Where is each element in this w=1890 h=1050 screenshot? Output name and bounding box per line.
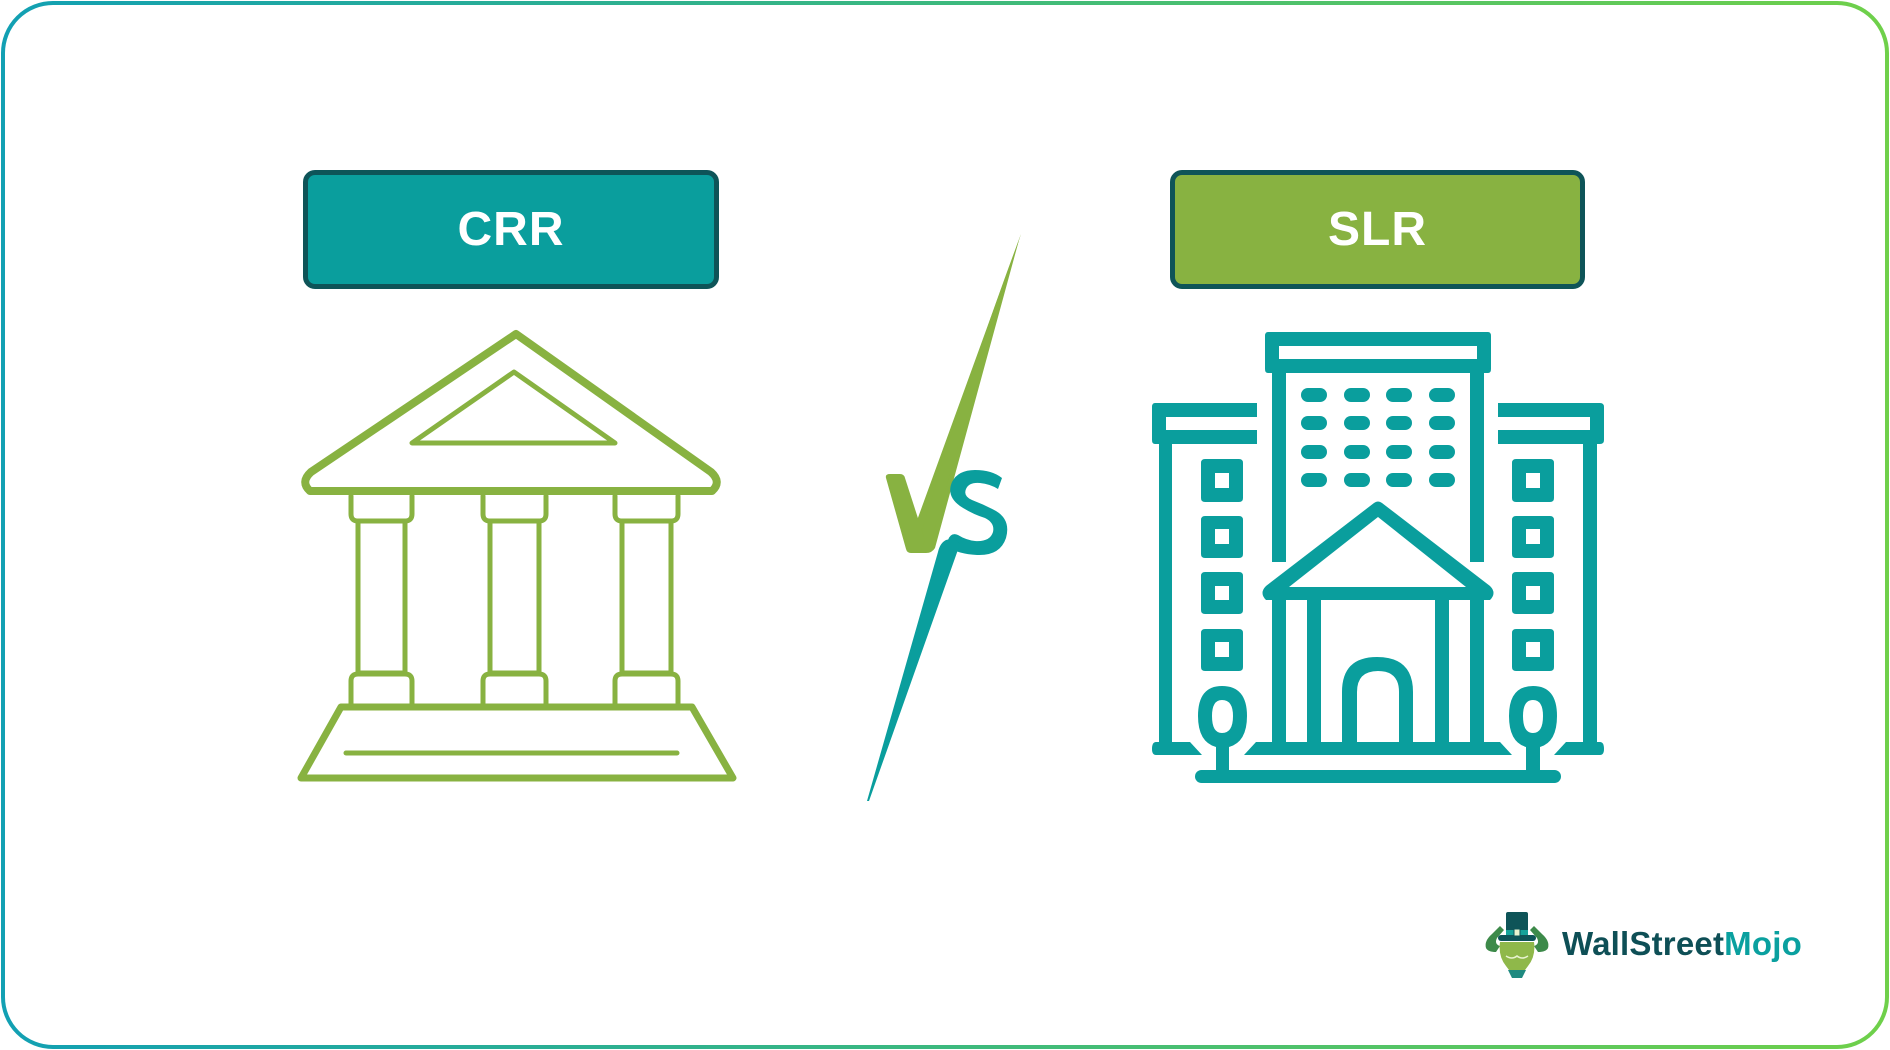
- crr-label: CRR: [457, 203, 565, 256]
- office-buildings-icon: [1152, 332, 1604, 783]
- bank-building-icon: [297, 330, 737, 782]
- vs-icon: [867, 234, 1021, 801]
- logo-text: WallStreetMojo: [1562, 925, 1802, 963]
- logo-text-wallstreet: WallStreet: [1562, 925, 1725, 962]
- slr-label: SLR: [1328, 203, 1427, 256]
- wallstreetmojo-logo[interactable]: WallStreetMojo: [1482, 908, 1802, 980]
- tower-windows: [1301, 388, 1455, 487]
- crr-label-box: CRR: [303, 170, 719, 289]
- bull-top-hat-icon: [1485, 912, 1549, 978]
- slr-label-box: SLR: [1170, 170, 1585, 289]
- logo-text-mojo: Mojo: [1724, 925, 1802, 962]
